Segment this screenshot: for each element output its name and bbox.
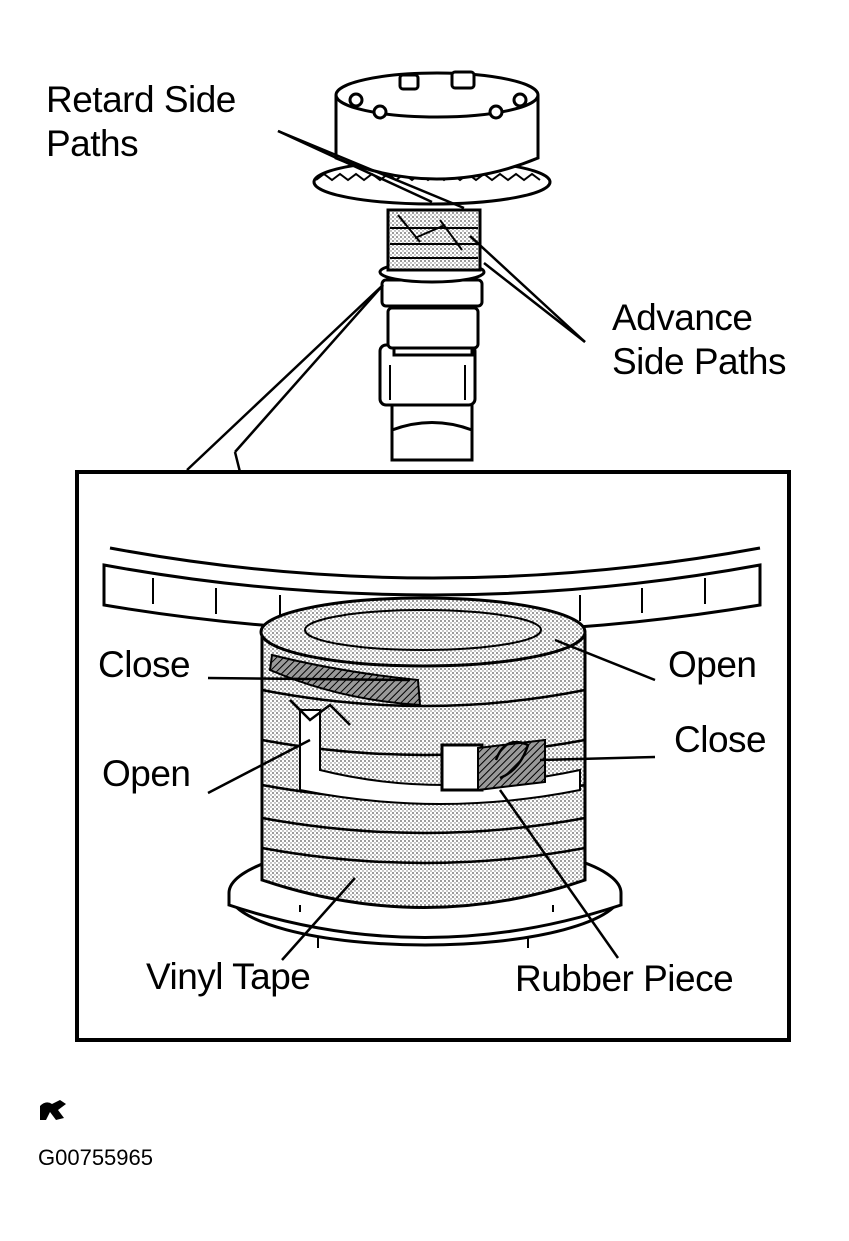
detail-ring-assembly: [102, 546, 762, 948]
advance-side-paths-label: Advance Side Paths: [612, 297, 786, 383]
open-label-right: Open: [668, 644, 757, 685]
figure-id: G00755965: [38, 1145, 153, 1170]
close-label-right: Close: [674, 719, 767, 760]
publisher-logo-icon: [40, 1100, 66, 1120]
close-label-left: Close: [98, 644, 191, 685]
rubber-piece-label: Rubber Piece: [515, 958, 734, 999]
leader-lines-top: [186, 129, 586, 473]
retard-side-paths-label: Retard Side Paths: [46, 79, 236, 165]
leader-lines-detail: [207, 638, 656, 961]
vinyl-tape-label: Vinyl Tape: [146, 956, 311, 997]
open-label-left: Open: [102, 753, 191, 794]
camshaft-assembly: [312, 70, 552, 462]
